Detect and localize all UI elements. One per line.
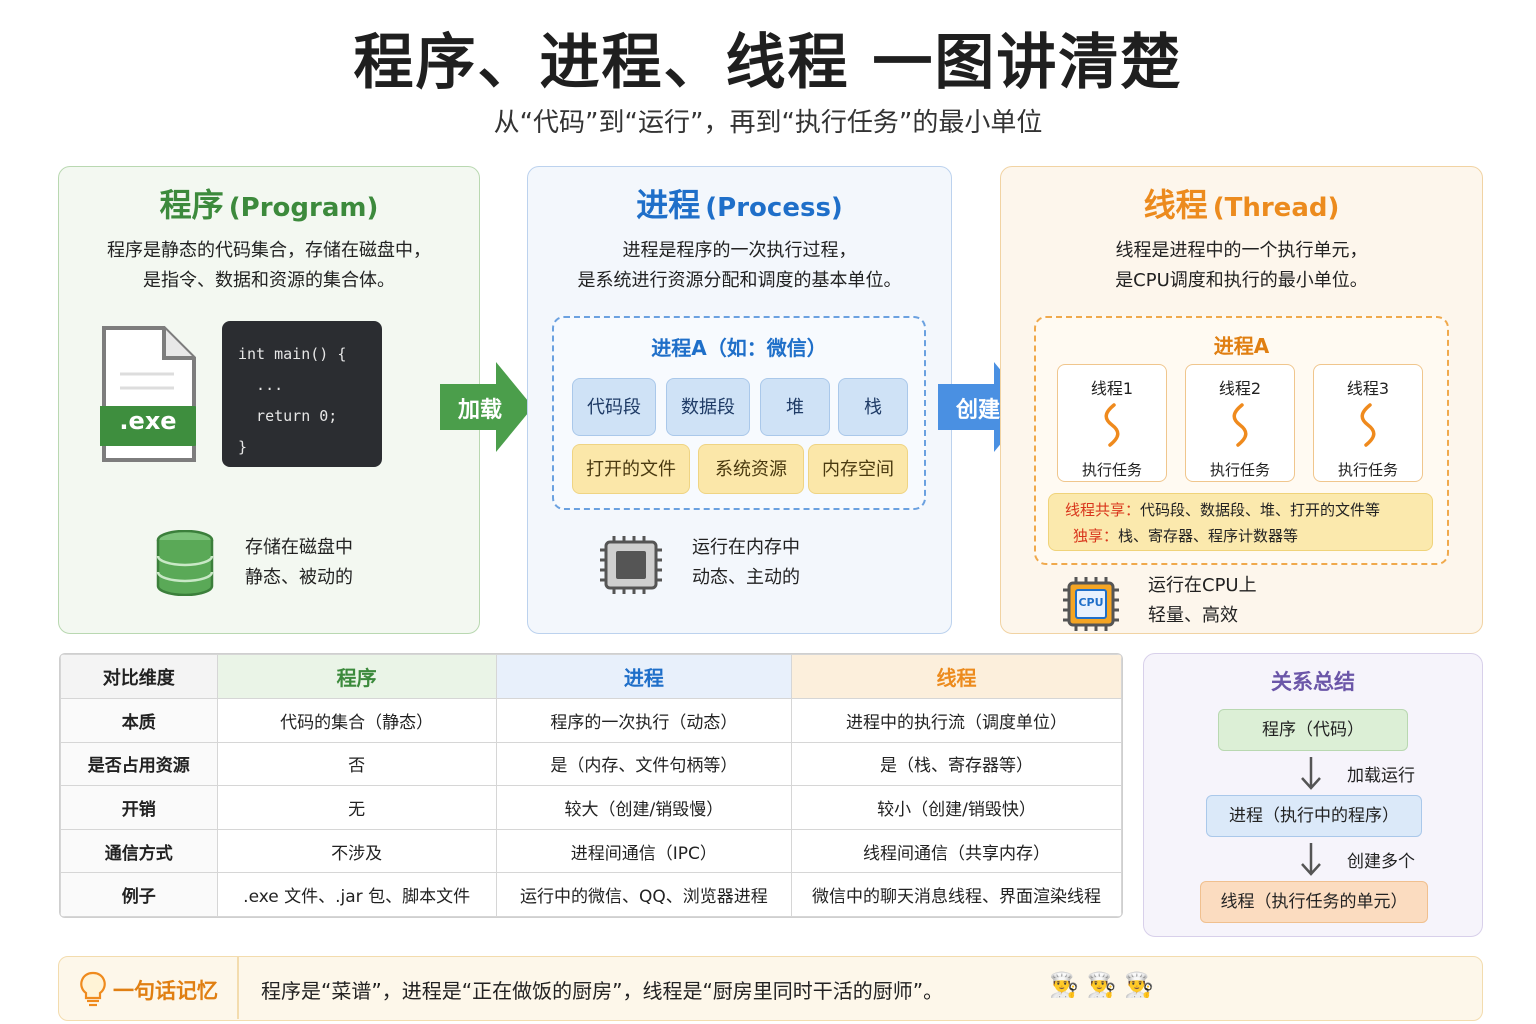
- table-header-thread: 线程: [790, 654, 1122, 699]
- page-subtitle: 从“代码”到“运行”，再到“执行任务”的最小单位: [493, 108, 1043, 138]
- process-description: 进程是程序的一次执行过程， 是系统进行资源分配和调度的基本单位。: [577, 240, 902, 291]
- process-info: 运行在内存中 动态、主动的: [692, 537, 800, 588]
- segment-code: 代码段: [572, 378, 656, 436]
- thread-card-1: 线程1 执行任务: [1057, 364, 1167, 482]
- lightbulb-icon: [80, 971, 106, 1007]
- process-a-box: 进程A（如：微信） 代码段 数据段 堆 栈 打开的文件 系统资源 内存空间: [552, 316, 926, 510]
- table-row: 例子.exe 文件、.jar 包、脚本文件运行中的微信、QQ、浏览器进程微信中的…: [60, 872, 1122, 917]
- thread-card-3: 线程3 执行任务: [1313, 364, 1423, 482]
- page-title: 程序、进程、线程 一图讲清楚: [353, 28, 1183, 98]
- process-a-title: 进程A（如：微信）: [651, 336, 827, 360]
- chip-icon: [600, 536, 662, 594]
- table-row: 开销无较大（创建/销毁慢）较小（创建/销毁快）: [60, 785, 1122, 830]
- thread-squiggle-icon: [1360, 403, 1376, 447]
- down-arrow-icon: [1301, 843, 1321, 876]
- down-arrow-icon: [1301, 757, 1321, 790]
- memo-bar: 一句话记忆 程序是“菜谱”，进程是“正在做饭的厨房”，线程是“厨房里同时干活的厨…: [58, 956, 1483, 1021]
- resource-memory: 内存空间: [808, 444, 908, 494]
- summary-panel: 关系总结 程序（代码） 加载运行 进程（执行中的程序） 创建多个 线程（执行任务…: [1143, 653, 1483, 937]
- summary-program-box: 程序（代码）: [1218, 709, 1408, 751]
- database-icon: [156, 530, 214, 596]
- memo-text: 程序是“菜谱”，进程是“正在做饭的厨房”，线程是“厨房里同时干活的厨师”。: [261, 979, 944, 1003]
- resource-system: 系统资源: [698, 444, 804, 494]
- resource-files: 打开的文件: [572, 444, 690, 494]
- thread-shared-box: 线程共享：代码段、数据段、堆、打开的文件等 独享：栈、寄存器、程序计数器等: [1048, 493, 1433, 551]
- right-arrow-icon: [440, 362, 533, 452]
- table-header-dimension: 对比维度: [60, 654, 218, 699]
- thread-title: 线程 (Thread): [1143, 186, 1340, 224]
- process-title: 进程 (Process): [636, 186, 843, 224]
- thread-squiggle-icon: [1104, 403, 1120, 447]
- chef-emoji: 👨‍🍳 👨‍🍳 👨‍🍳: [1049, 971, 1154, 999]
- exe-file-icon: [100, 326, 196, 462]
- thread-info: 运行在CPU上 轻量、高效: [1148, 575, 1257, 626]
- thread-card-2: 线程2 执行任务: [1185, 364, 1295, 482]
- comparison-table: 对比维度 程序 进程 线程 本质代码的集合（静态）程序的一次执行（动态）进程中的…: [59, 653, 1123, 918]
- memo-divider: [237, 957, 239, 1019]
- table-row: 是否占用资源否是（内存、文件句柄等）是（栈、寄存器等）: [60, 741, 1122, 787]
- thread-process-a-title: 进程A: [1213, 334, 1270, 358]
- table-header-program: 程序: [216, 654, 497, 699]
- thread-squiggle-icon: [1232, 403, 1248, 447]
- summary-title: 关系总结: [1271, 670, 1355, 694]
- code-snippet: int main() { ... return 0;}: [222, 321, 382, 467]
- summary-process-box: 进程（执行中的程序）: [1206, 795, 1422, 837]
- shared-line: 线程共享：代码段、数据段、堆、打开的文件等: [1065, 501, 1381, 519]
- summary-arrow1-label: 加载运行: [1347, 766, 1415, 786]
- cpu-icon: CPU: [1062, 576, 1120, 632]
- segment-stack: 栈: [838, 378, 908, 436]
- memo-label: 一句话记忆: [113, 979, 218, 1003]
- segment-data: 数据段: [666, 378, 750, 436]
- exe-file-label: .exe: [119, 407, 177, 435]
- summary-arrow2-label: 创建多个: [1347, 852, 1415, 872]
- own-line: 独享：栈、寄存器、程序计数器等: [1073, 527, 1299, 545]
- summary-thread-box: 线程（执行任务的单元）: [1200, 881, 1428, 923]
- thread-description: 线程是进程中的一个执行单元， 是CPU调度和执行的最小单位。: [1115, 240, 1368, 291]
- load-arrow: 加载: [440, 362, 535, 452]
- program-info: 存储在磁盘中 静态、被动的: [245, 537, 353, 588]
- program-description: 程序是静态的代码集合，存储在磁盘中， 是指令、数据和资源的集合体。: [107, 240, 431, 291]
- program-title: 程序 (Program): [159, 186, 379, 224]
- table-header-row: 对比维度 程序 进程 线程: [60, 654, 1122, 699]
- segment-heap: 堆: [760, 378, 830, 436]
- table-row: 本质代码的集合（静态）程序的一次执行（动态）进程中的执行流（调度单位）: [60, 698, 1122, 743]
- table-row: 通信方式不涉及进程间通信（IPC）线程间通信（共享内存）: [60, 828, 1122, 874]
- table-header-process: 进程: [495, 654, 792, 699]
